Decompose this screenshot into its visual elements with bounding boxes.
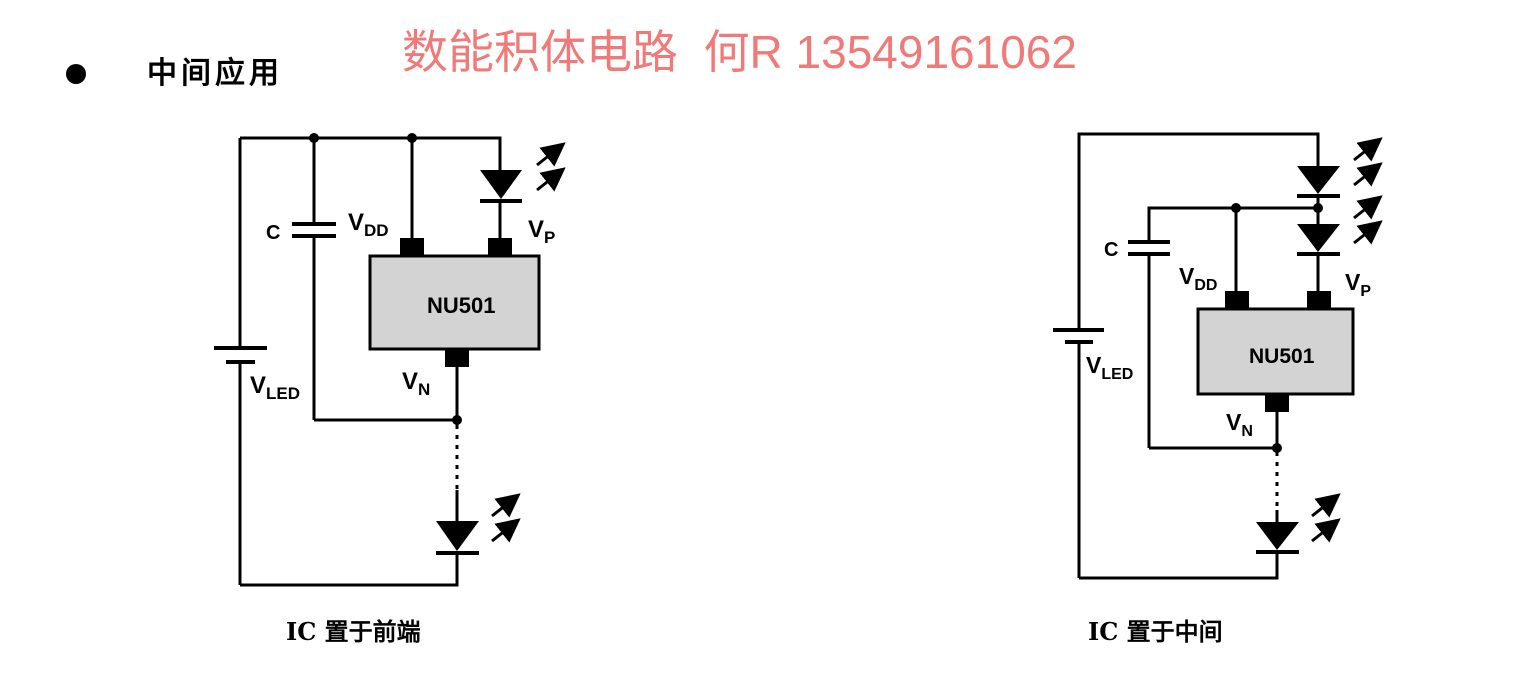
vled-label: VLED bbox=[250, 372, 300, 403]
pin-vp bbox=[1307, 291, 1331, 309]
pin-vdd bbox=[400, 238, 424, 256]
caption-ic-front: IC 置于前端 bbox=[286, 617, 421, 646]
watermark: 数能积体电路 何R 13549161062 bbox=[402, 26, 1077, 78]
led-symbol bbox=[1297, 137, 1383, 198]
capacitor-label: C bbox=[1104, 239, 1118, 261]
vn-label: VN bbox=[1226, 409, 1253, 440]
pin-vp bbox=[488, 238, 512, 256]
chip-label: NU501 bbox=[427, 293, 495, 318]
wire bbox=[1077, 132, 1320, 330]
chip-label: NU501 bbox=[1249, 345, 1315, 368]
vn-label: VN bbox=[402, 368, 430, 399]
capacitor-label: C bbox=[266, 222, 280, 244]
wire bbox=[240, 136, 502, 170]
junction-dots bbox=[309, 133, 462, 425]
led-symbol bbox=[436, 493, 521, 555]
section-title: 中间应用 bbox=[147, 56, 283, 91]
pin-vn bbox=[445, 349, 469, 367]
capacitor-symbol bbox=[1128, 240, 1170, 256]
capacitor-symbol bbox=[292, 222, 336, 238]
led-symbol bbox=[480, 142, 566, 203]
wire bbox=[1147, 206, 1318, 242]
labels-right: NU501 C VDD VP VN VLED bbox=[1086, 239, 1371, 440]
vp-label: VP bbox=[528, 216, 555, 247]
wire bbox=[240, 553, 459, 587]
vp-label: VP bbox=[1345, 269, 1371, 300]
led-symbol bbox=[1256, 493, 1341, 554]
circuit-ic-middle bbox=[1053, 132, 1383, 580]
wire bbox=[1079, 552, 1279, 580]
bullet-point bbox=[66, 64, 86, 84]
circuit-ic-front bbox=[214, 136, 566, 587]
caption-ic-middle: IC 置于中间 bbox=[1088, 617, 1223, 646]
labels-left: NU501 C VDD VP VN VLED bbox=[250, 209, 555, 403]
vled-label: VLED bbox=[1086, 352, 1133, 383]
ic-chip bbox=[368, 254, 541, 351]
battery-symbol bbox=[1053, 328, 1104, 344]
vdd-label: VDD bbox=[348, 209, 389, 240]
pin-vdd bbox=[1225, 291, 1249, 309]
junction-dots bbox=[1231, 203, 1323, 453]
pin-vn bbox=[1265, 394, 1289, 412]
battery-symbol bbox=[214, 346, 267, 364]
vdd-label: VDD bbox=[1179, 263, 1217, 294]
